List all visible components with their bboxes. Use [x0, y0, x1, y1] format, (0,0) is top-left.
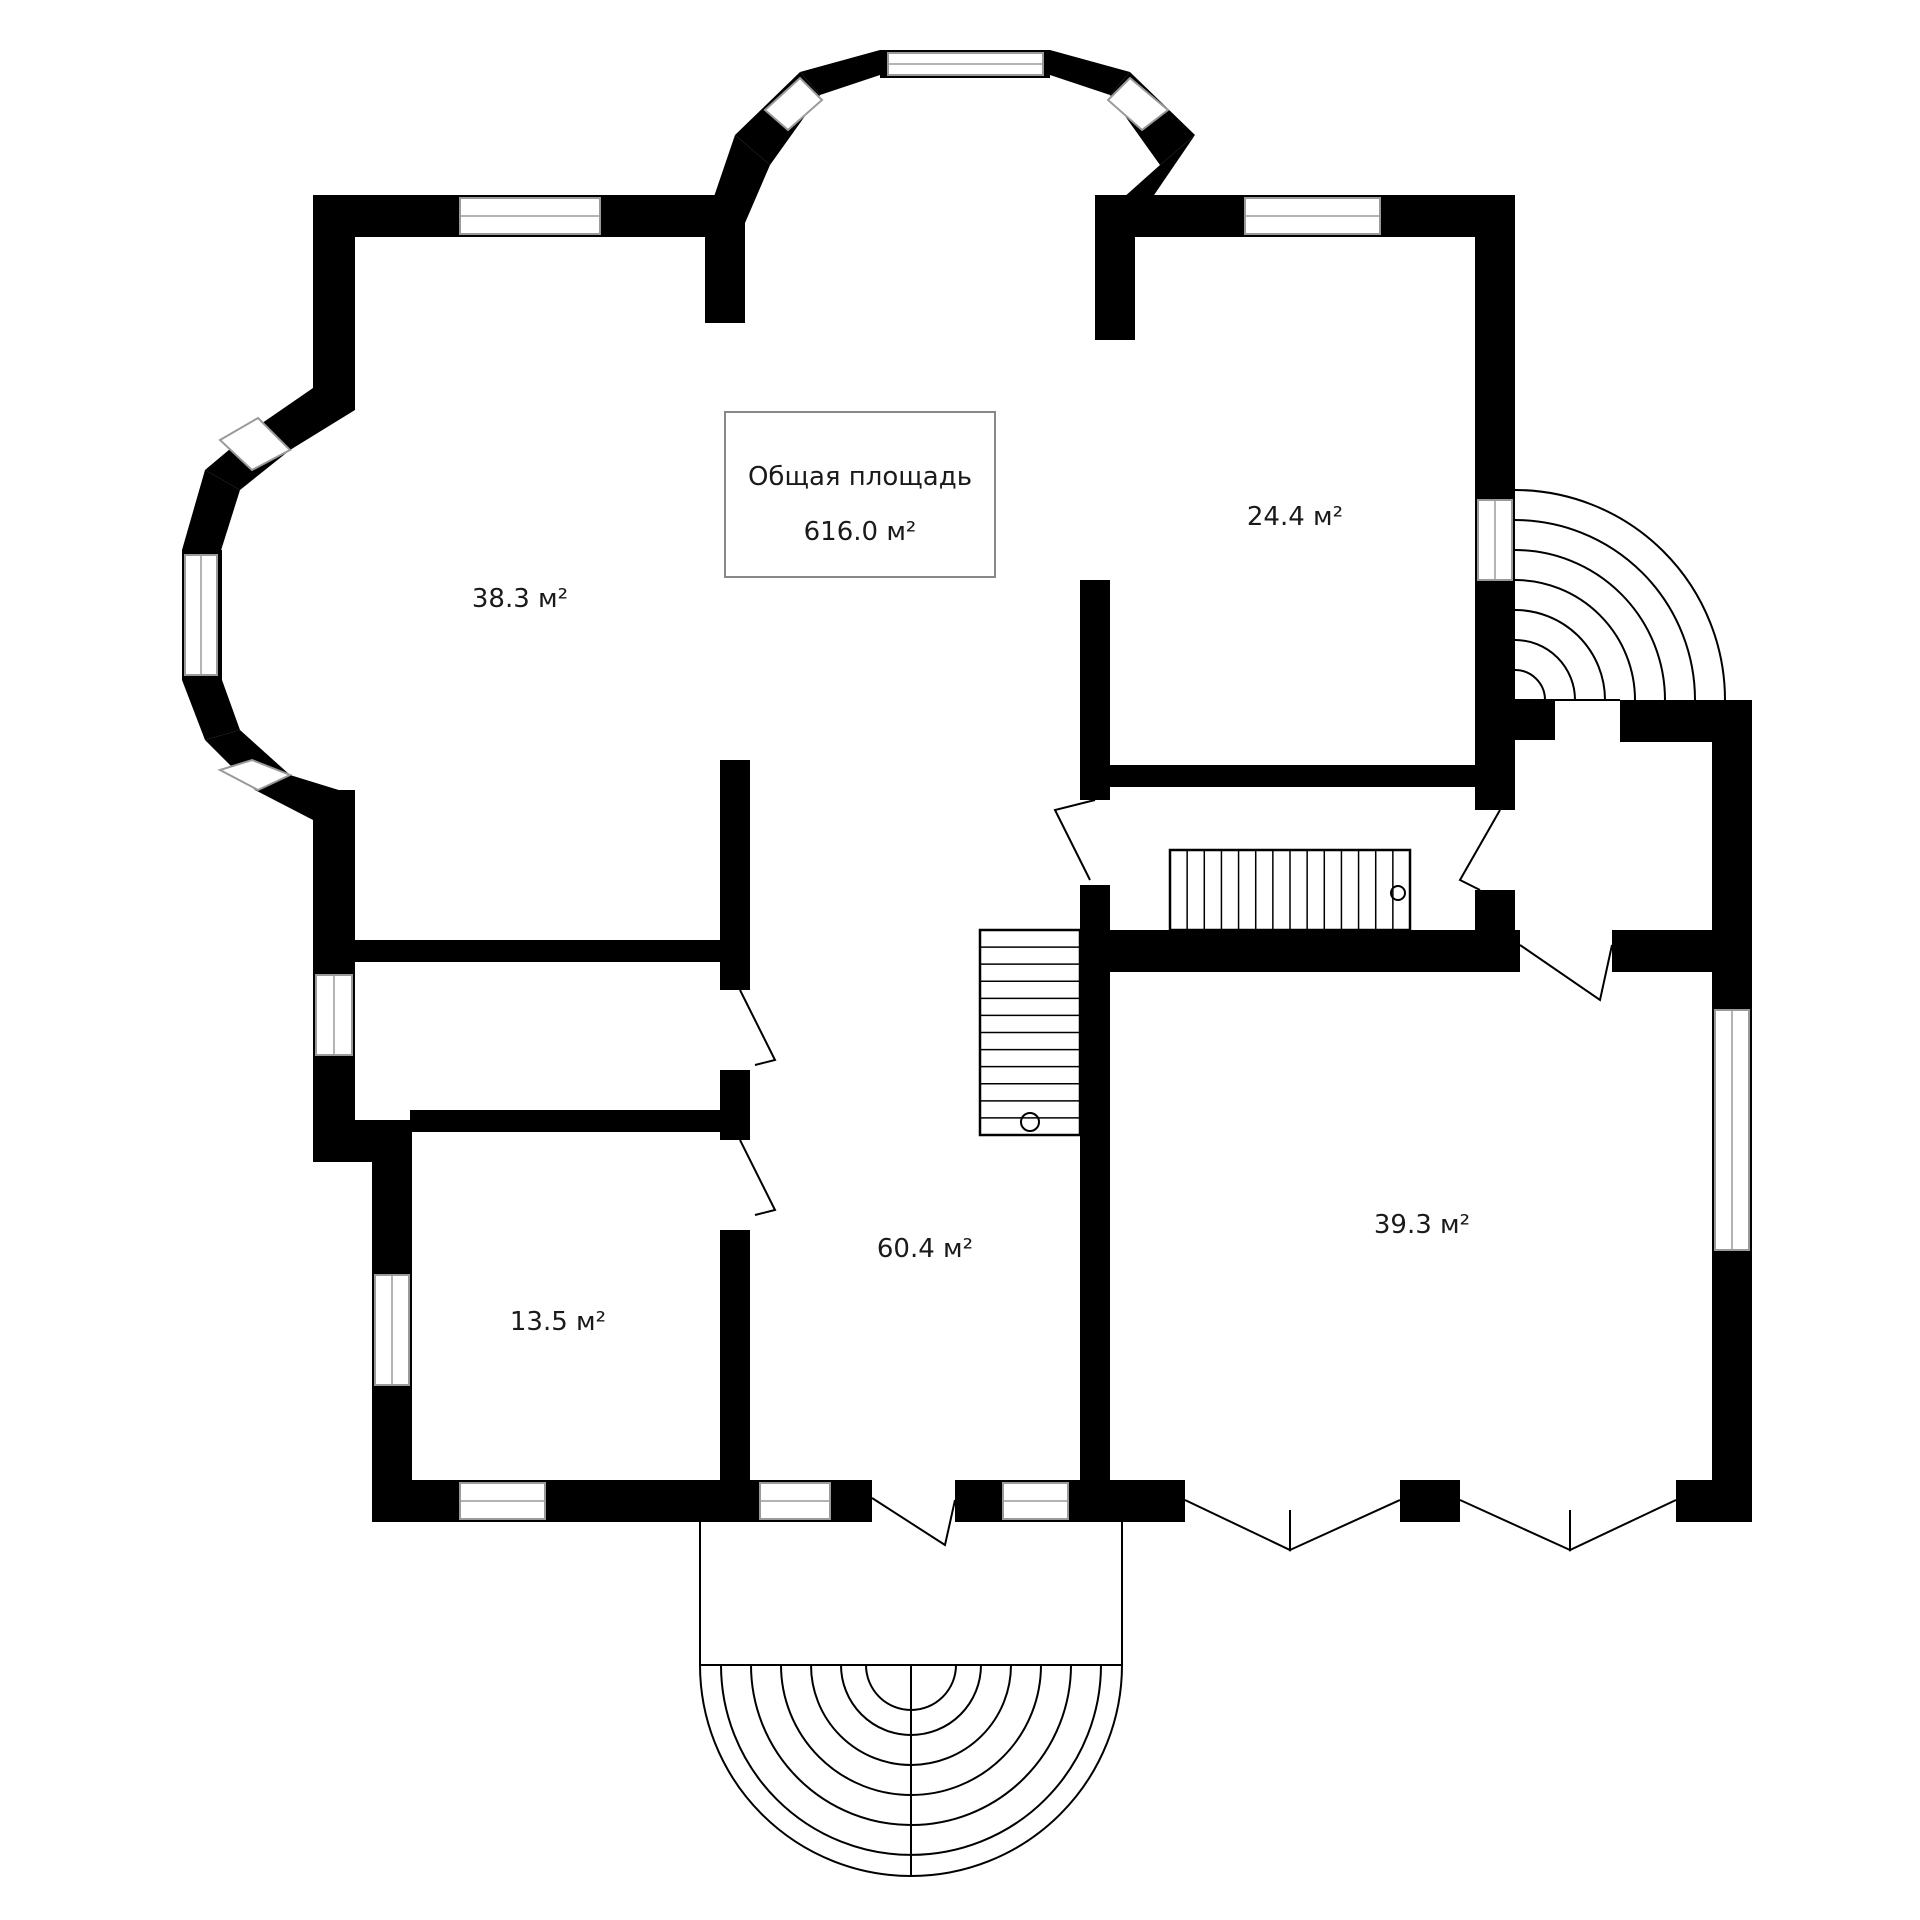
side-porch-step-arc	[1514, 519, 1696, 701]
room-area-24-4: 24.4 м²	[1247, 502, 1343, 532]
doors	[739, 799, 1677, 1552]
side-porch-step-arc	[1514, 579, 1636, 701]
stair-steps-landing	[1186, 850, 1406, 930]
total-area-box: Общая площадь 616.0 м²	[724, 411, 996, 578]
porch-step-arc	[780, 1664, 1042, 1796]
stair-start-marker	[1390, 885, 1406, 901]
windows	[184, 52, 1750, 1520]
porch-steps	[699, 1664, 1123, 1877]
porch-step-arc	[810, 1664, 1012, 1766]
side-porch-step-arc	[1514, 549, 1666, 701]
side-porch-step-arc	[1514, 489, 1726, 701]
entrance-porch	[699, 1522, 1123, 1875]
side-porch-step-arc	[1514, 609, 1606, 701]
room-area-38-3: 38.3 м²	[472, 584, 568, 614]
side-porch	[1514, 489, 1726, 701]
side-porch-step-arc	[1514, 669, 1546, 701]
porch-step-arc	[840, 1664, 982, 1736]
room-area-60-4: 60.4 м²	[877, 1234, 973, 1264]
interior-walls	[355, 580, 1752, 1520]
side-porch-step-arc	[1514, 639, 1576, 701]
exterior-walls	[182, 50, 1752, 1522]
porch-step-arc	[750, 1664, 1072, 1826]
porch-step-arc	[720, 1664, 1102, 1856]
stair-start-marker	[1020, 1112, 1040, 1132]
stair-steps-hall	[980, 946, 1080, 1132]
room-area-13-5: 13.5 м²	[510, 1307, 606, 1337]
room-area-39-3: 39.3 м²	[1374, 1210, 1470, 1240]
porch-step-arc	[699, 1664, 1123, 1877]
total-area-title: Общая площадь	[748, 462, 972, 492]
porch-step-arc	[865, 1664, 957, 1711]
total-area-value: 616.0 м²	[804, 517, 917, 547]
